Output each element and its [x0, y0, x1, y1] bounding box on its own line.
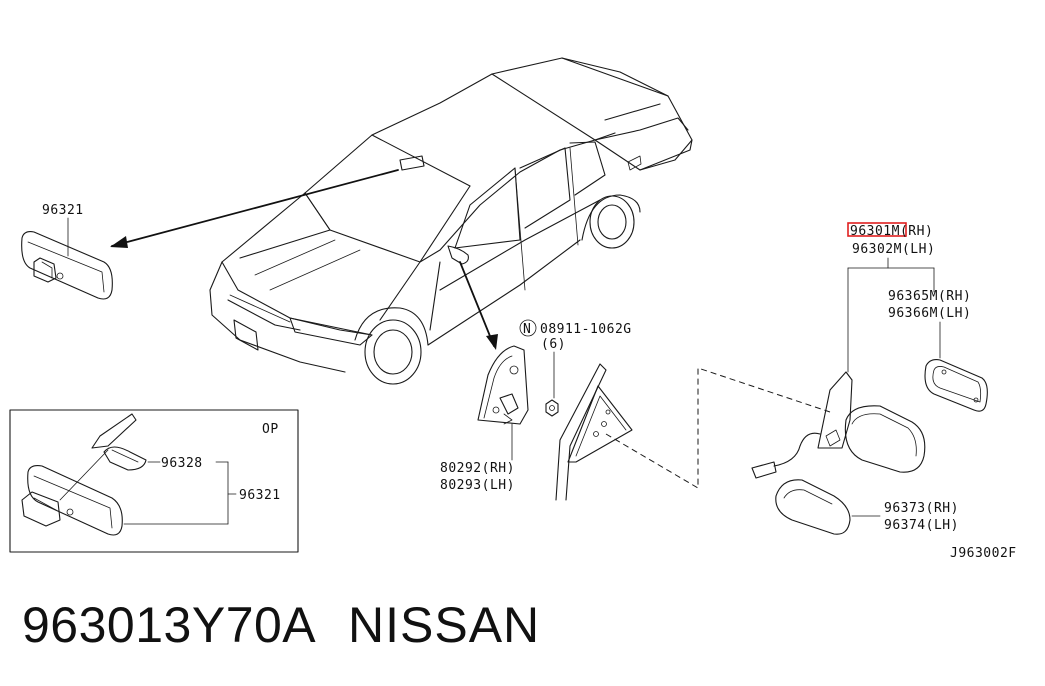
car-illustration [209, 57, 693, 385]
rear-view-mirror-assembly: 96321 [21, 203, 113, 300]
mirror-bracket-assembly: 80292(RH) 80293(LH) N 08911-1062G (6) [440, 319, 632, 493]
highlight-box [847, 222, 907, 237]
label-96366m: 96366M(LH) [888, 306, 971, 321]
label-96328: 96328 [161, 456, 203, 471]
label-96321-inset: 96321 [239, 488, 281, 503]
label-nut-qty: (6) [541, 337, 566, 352]
door-corner-panel [555, 363, 831, 501]
label-96301m: 96301M(RH) [850, 224, 933, 239]
diagram-code: J963002F [950, 546, 1017, 561]
label-96374: 96374(LH) [884, 518, 959, 533]
nut-prefix-circle-n: N [523, 322, 531, 337]
label-96373: 96373(RH) [884, 501, 959, 516]
label-08911-1062g: 08911-1062G [540, 322, 632, 337]
leader-arrows [110, 169, 498, 350]
label-96321: 96321 [42, 203, 84, 218]
label-80292: 80292(RH) [440, 461, 515, 476]
brand-name: NISSAN [348, 597, 541, 653]
part-number: 963013Y70A [22, 597, 317, 653]
door-mirror-assembly: 96301M(RH) 96302M(LH) 96365M(RH) 96366M(… [751, 222, 1017, 561]
option-inset-box: OP 96328 96321 [9, 409, 299, 553]
label-96302m: 96302M(LH) [852, 242, 935, 257]
label-80293: 80293(LH) [440, 478, 515, 493]
label-96365m: 96365M(RH) [888, 289, 971, 304]
label-op: OP [262, 422, 279, 437]
